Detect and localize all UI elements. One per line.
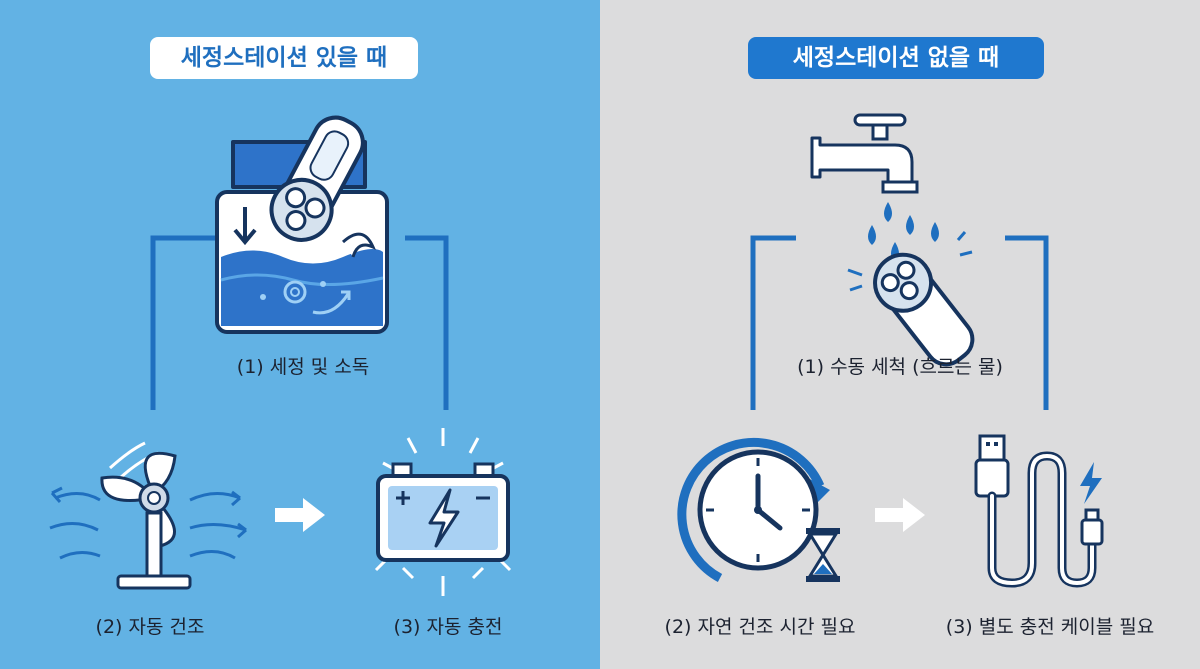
faucet-rinse-icon bbox=[810, 113, 975, 367]
left-flow-connector bbox=[150, 235, 449, 410]
without-station-step3-label: (3) 별도 충전 케이블 필요 bbox=[945, 616, 1155, 638]
without-station-step2-label: (2) 자연 건조 시간 필요 bbox=[664, 616, 856, 638]
without-station-title: 세정스테이션 없을 때 bbox=[748, 37, 1044, 79]
right-arrow-icon bbox=[275, 498, 325, 532]
right-arrow-icon bbox=[875, 498, 925, 532]
with-station-step3-label: (3) 자동 충전 bbox=[393, 616, 503, 638]
with-station-step1-label: (1) 세정 및 소독 bbox=[236, 356, 370, 378]
right-flow-connector bbox=[750, 235, 1049, 410]
with-station-title: 세정스테이션 있을 때 bbox=[150, 37, 418, 79]
usb-cable-icon bbox=[974, 434, 1104, 588]
with-station-panel: 세정스테이션 있을 때 (1) 세정 및 소독 bbox=[0, 0, 600, 669]
battery-charging-icon bbox=[374, 428, 512, 596]
shaver-cleaning-station-icon bbox=[215, 115, 389, 334]
fan-icon bbox=[49, 441, 247, 590]
clock-hourglass-icon bbox=[677, 437, 840, 582]
without-station-panel: 세정스테이션 없을 때 (1) 수동 세척 (흐르는 물) bbox=[600, 0, 1200, 669]
without-station-step1-label: (1) 수동 세척 (흐르는 물) bbox=[797, 356, 1003, 378]
with-station-step2-label: (2) 자동 건조 bbox=[95, 616, 205, 638]
